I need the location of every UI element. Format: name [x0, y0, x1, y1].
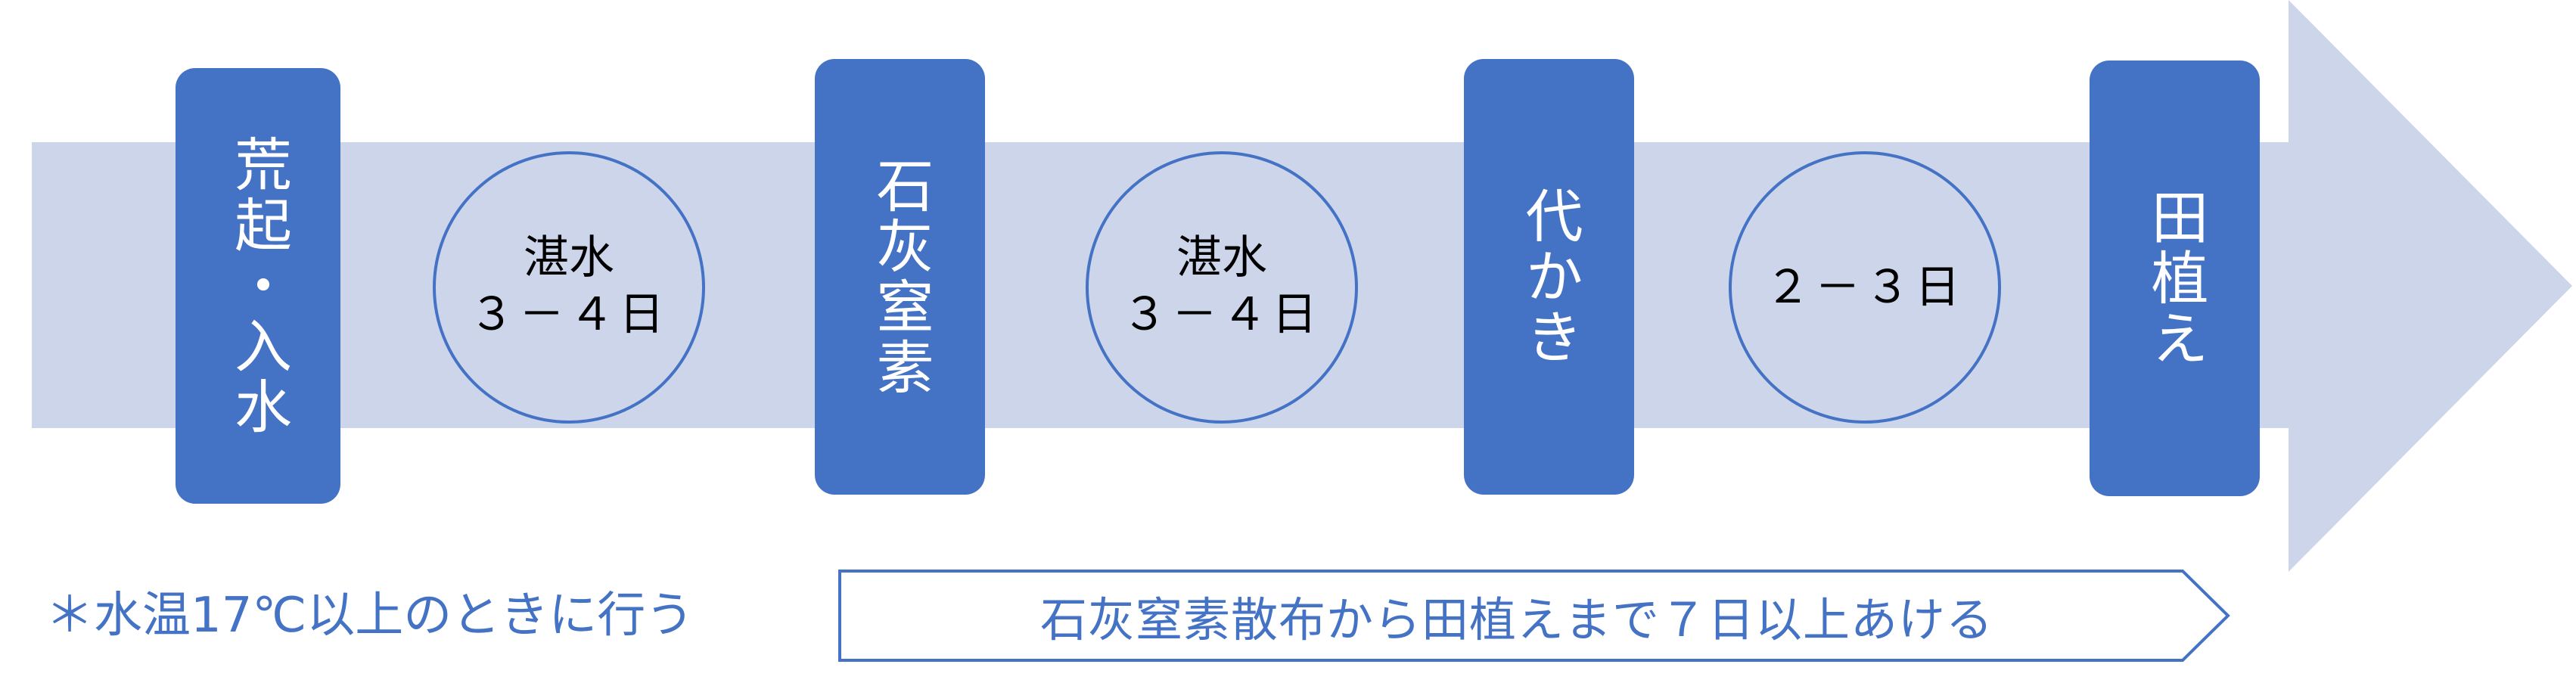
- callout-text: 石灰窒素散布から田植えまで７日以上あける: [1039, 592, 1993, 647]
- water-temperature-note: ＊水温17℃以上のときに行う: [45, 588, 694, 644]
- interval-title: 湛水: [1176, 231, 1267, 284]
- step-label: 田植え: [2141, 188, 2209, 369]
- step-plowing-flooding: 荒起・入水: [176, 68, 340, 504]
- interval-title: 湛水: [524, 231, 614, 284]
- step-label: 石灰窒素: [866, 156, 934, 398]
- interval-duration: ３－４日: [1122, 288, 1322, 341]
- step-transplanting: 田植え: [2090, 61, 2260, 496]
- step-label: 荒起・入水: [225, 135, 292, 437]
- interval-duration: ２－３日: [1765, 261, 1965, 314]
- step-label: 代かき: [1515, 186, 1583, 368]
- interval-circle-1: 湛水 ３－４日: [433, 151, 705, 424]
- interval-circle-3: ２－３日: [1729, 151, 2001, 424]
- step-puddling: 代かき: [1464, 59, 1634, 495]
- interval-duration: ３－４日: [469, 288, 669, 341]
- interval-circle-2: 湛水 ３－４日: [1086, 151, 1358, 424]
- callout-pentagon: [838, 570, 2230, 662]
- step-lime-nitrogen: 石灰窒素: [815, 59, 985, 495]
